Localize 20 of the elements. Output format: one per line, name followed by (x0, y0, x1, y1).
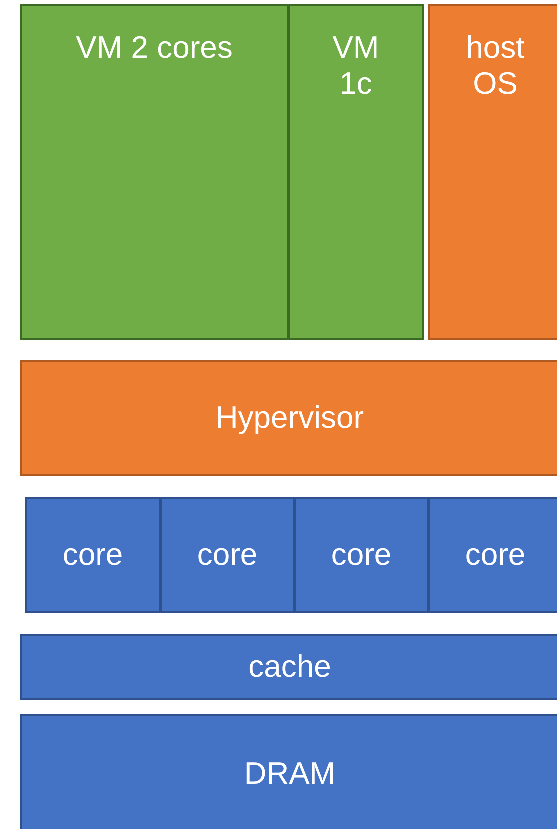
hypervisor-layer (20, 360, 557, 476)
layer-label: Hypervisor (216, 400, 364, 436)
core-block (294, 497, 429, 613)
cache-layer (20, 634, 557, 700)
layer-label: cache (248, 649, 332, 685)
block-label: host OS (465, 30, 526, 102)
layer-label: DRAM (244, 756, 336, 792)
layer-label: core (197, 537, 258, 573)
vm-block (20, 4, 289, 340)
block-label: VM 2 cores (76, 30, 233, 66)
layer-label: core (62, 537, 124, 573)
core-block (428, 497, 557, 613)
layer-label: core (465, 537, 526, 573)
core-block (25, 497, 161, 613)
host-os-block (428, 4, 557, 340)
core-block (160, 497, 295, 613)
block-label: VM 1c (332, 30, 380, 102)
vm-block (288, 4, 424, 340)
dram-layer (20, 714, 557, 829)
layer-label: core (331, 537, 392, 573)
